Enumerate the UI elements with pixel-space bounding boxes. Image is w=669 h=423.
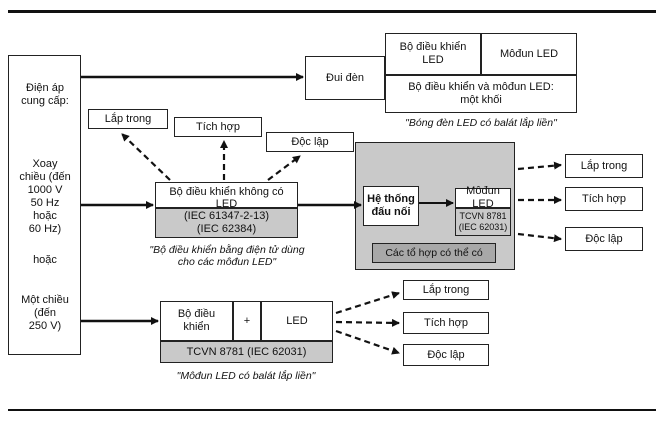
- arrow-right-independent: [517, 232, 562, 243]
- bottom-led-label: LED: [286, 314, 308, 327]
- bottom-out-built-in-label: Lắp trong: [422, 283, 470, 296]
- top-combined-box: Bộ điều khiển và môđun LED: một khối: [385, 75, 577, 113]
- supply-ac: Xoay chiều (đến 1000 V 50 Hz hoặc 60 Hz): [19, 158, 71, 235]
- bottom-controller-label: Bộ điều khiển: [177, 308, 216, 333]
- mid-standard-box: (IEC 61347-2-13) (IEC 62384): [155, 208, 298, 238]
- arrow-bottom-independent: [335, 329, 400, 355]
- right-out-built-in-label: Lắp trong: [580, 159, 628, 172]
- arrow-mount-built-in: [121, 133, 171, 181]
- bottom-caption: "Môđun LED có balát lắp liền": [176, 370, 316, 382]
- bottom-out-built-in: Lắp trong: [403, 280, 489, 300]
- right-out-independent: Độc lập: [565, 227, 643, 251]
- arrow-bottom-built-in: [335, 291, 400, 315]
- bottom-plus-label: +: [243, 314, 251, 327]
- bottom-plus-box: +: [233, 301, 261, 341]
- top-caption: "Bóng đèn LED có balát lắp liền": [405, 117, 557, 129]
- bottom-led-box: LED: [261, 301, 333, 341]
- supply-or: hoặc: [33, 254, 57, 266]
- right-standard-label: TCVN 8781 (IEC 62031): [458, 211, 508, 232]
- mid-mount-built-in-label: Lắp trong: [104, 112, 152, 125]
- mid-mount-independent-label: Độc lập: [291, 135, 329, 148]
- lampholder-box: Đui đèn: [305, 56, 385, 100]
- arrow-mount-independent: [267, 155, 301, 181]
- top-module-label: Môđun LED: [499, 47, 559, 60]
- arrow-bottom-integrated: [335, 318, 400, 327]
- bottom-standard-box: TCVN 8781 (IEC 62031): [160, 341, 333, 363]
- right-out-built-in: Lắp trong: [565, 154, 643, 178]
- top-controller-box: Bộ điều khiển LED: [385, 33, 481, 75]
- lampholder-label: Đui đèn: [326, 71, 364, 84]
- mid-mount-integrated: Tích hợp: [174, 117, 262, 137]
- mid-mount-built-in: Lắp trong: [88, 109, 168, 129]
- bottom-standard-label: TCVN 8781 (IEC 62031): [186, 345, 307, 358]
- mid-controller-box: Bộ điều khiển không có LED: [155, 182, 298, 210]
- mid-standard-label: (IEC 61347-2-13) (IEC 62384): [184, 210, 269, 235]
- mid-mount-integrated-label: Tích hợp: [196, 120, 240, 133]
- connection-system-label: Hệ thống đấu nối: [367, 193, 415, 218]
- combinations-label-box: Các tổ hợp có thể có: [372, 243, 496, 263]
- bottom-out-integrated: Tích hợp: [403, 312, 489, 334]
- mid-caption: "Bộ điều khiển bằng điện tử dùng cho các…: [149, 244, 305, 268]
- right-module-box: Môđun LED: [455, 185, 511, 210]
- right-out-integrated-label: Tích hợp: [582, 192, 626, 205]
- combinations-label: Các tổ hợp có thể có: [385, 246, 483, 259]
- bottom-rule: [8, 409, 656, 411]
- bottom-controller-box: Bộ điều khiển: [160, 301, 233, 341]
- top-module-box: Môđun LED: [481, 33, 577, 75]
- right-standard-box: TCVN 8781 (IEC 62031): [455, 208, 511, 236]
- top-controller-label: Bộ điều khiển LED: [399, 41, 467, 66]
- mid-controller-label: Bộ điều khiển không có LED: [169, 186, 284, 210]
- arrow-right-built-in: [517, 161, 562, 171]
- top-combined-label: Bộ điều khiển và môđun LED: một khối: [408, 81, 554, 106]
- right-module-label: Môđun LED: [466, 185, 500, 210]
- supply-dc: Một chiều (đến 250 V): [21, 294, 69, 332]
- supply-box: [8, 55, 81, 355]
- right-out-integrated: Tích hợp: [565, 187, 643, 211]
- right-out-independent-label: Độc lập: [585, 232, 623, 245]
- top-rule: [8, 10, 656, 13]
- bottom-out-integrated-label: Tích hợp: [424, 316, 468, 329]
- mid-mount-independent: Độc lập: [266, 132, 354, 152]
- connection-system-box: Hệ thống đấu nối: [363, 186, 419, 226]
- supply-title: Điện áp cung cấp:: [21, 82, 69, 107]
- bottom-out-independent-label: Độc lập: [427, 348, 465, 361]
- bottom-out-independent: Độc lập: [403, 344, 489, 366]
